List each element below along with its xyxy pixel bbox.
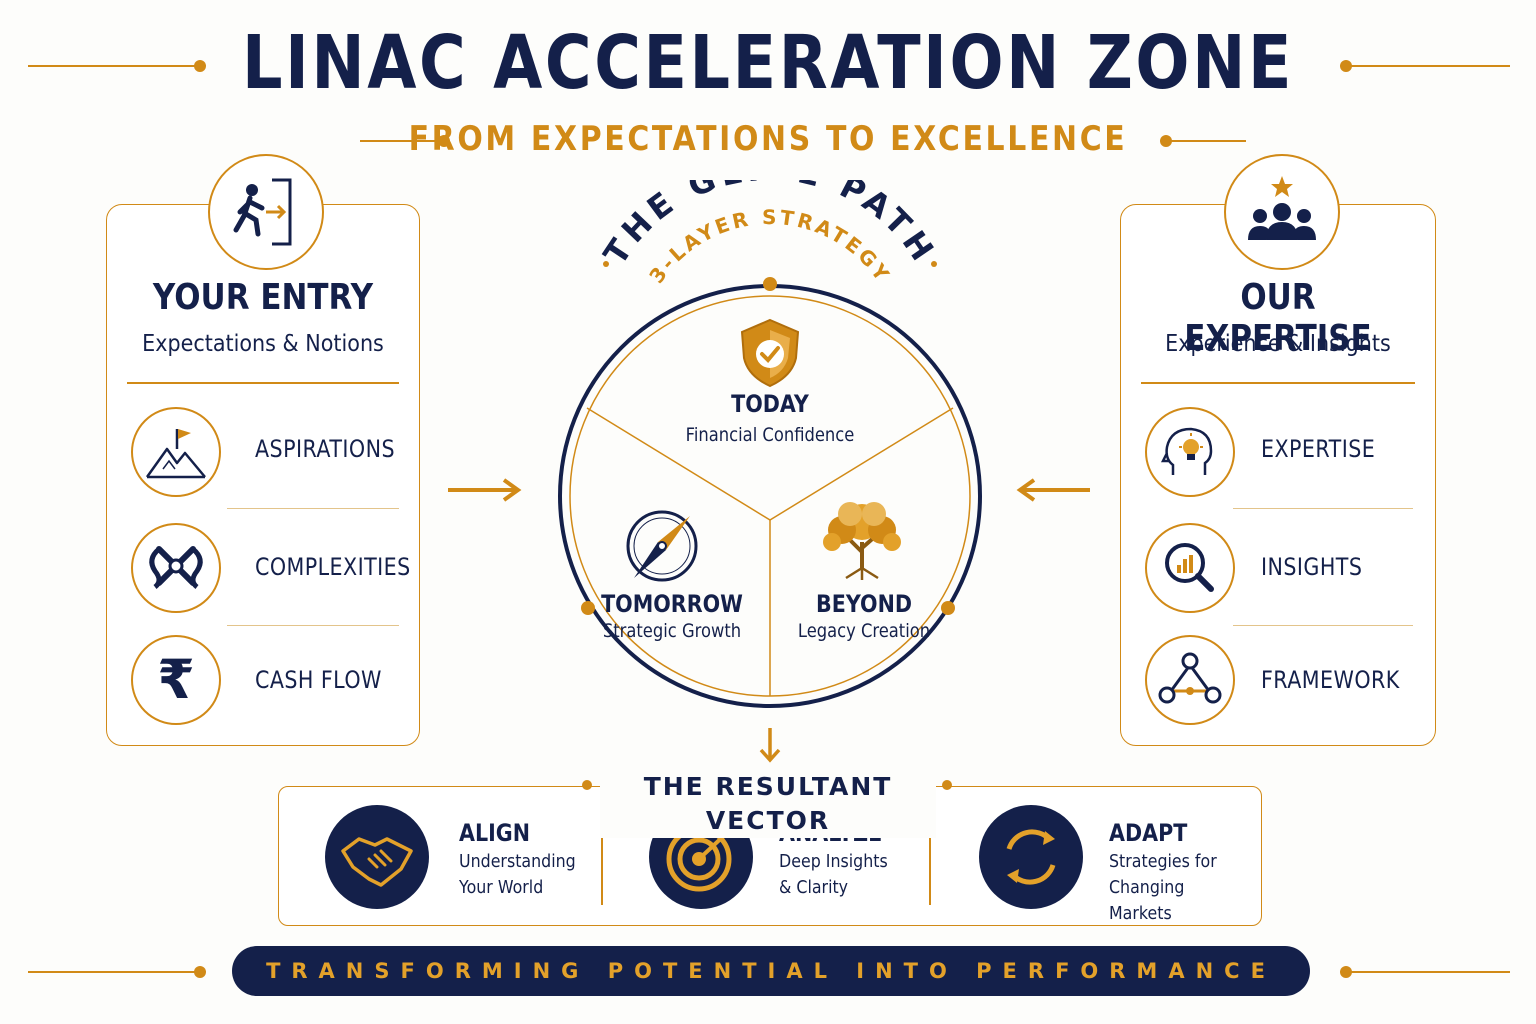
expertise-to-center-arrow <box>1016 478 1090 502</box>
resultant-vector-title: THE RESULTANT VECTOR <box>600 770 936 838</box>
expertise-item-sep-2 <box>1233 625 1413 626</box>
subtitle-rule-right <box>1166 140 1246 142</box>
title-dot-left <box>194 60 206 72</box>
glide-path-diagram: THE GLIDE PATH 3-LAYER STRATEGY <box>558 180 982 708</box>
expertise-panel: OUR EXPERTISE Experience & Insights EXPE… <box>1120 204 1436 746</box>
cashflow-label: CASH FLOW <box>255 666 382 694</box>
page-subtitle: FROM EXPECTATIONS TO EXCELLENCE <box>408 119 1128 159</box>
align-icon-circle <box>325 805 429 909</box>
magnifier-chart-icon <box>1165 543 1214 592</box>
framework-label: FRAMEWORK <box>1261 666 1400 694</box>
result-dot-left <box>582 780 592 790</box>
complexities-label: COMPLEXITIES <box>255 553 411 581</box>
adapt-line-1: Strategies for <box>1109 851 1217 872</box>
footer-banner: TRANSFORMING POTENTIAL INTO PERFORMANCE <box>232 946 1310 996</box>
adapt-icon-circle <box>979 805 1083 909</box>
expertise-divider <box>1141 382 1415 384</box>
team-star-icon <box>1248 176 1316 240</box>
rupee-icon: ₹ <box>157 648 195 711</box>
align-line-2: Your World <box>459 877 544 898</box>
expertise-item-sep-1 <box>1233 508 1413 509</box>
tomorrow-title: TOMORROW <box>601 590 743 618</box>
entry-divider <box>127 382 399 384</box>
compass-icon <box>626 510 698 582</box>
expertise-item-label: EXPERTISE <box>1261 435 1376 463</box>
entry-panel: YOUR ENTRY Expectations & Notions ASPIRA… <box>106 204 420 746</box>
entry-subtitle: Expectations & Notions <box>142 331 384 357</box>
align-line-1: Understanding <box>459 851 576 872</box>
result-sep-2 <box>929 813 931 905</box>
insights-label: INSIGHTS <box>1261 553 1363 581</box>
expertise-badge <box>1224 154 1340 270</box>
expertise-icon-circle <box>1145 407 1235 497</box>
footer-rule-left <box>28 971 198 973</box>
cycle-arrows-icon <box>1006 829 1056 885</box>
aspirations-label: ASPIRATIONS <box>255 435 395 463</box>
page-title: LINAC ACCELERATION ZONE <box>241 20 1294 106</box>
adapt-line-2: Changing Markets <box>1109 877 1185 924</box>
entry-to-center-arrow <box>448 478 522 502</box>
network-nodes-icon <box>1158 652 1222 704</box>
result-dot-right <box>942 780 952 790</box>
title-rule-right <box>1346 65 1510 67</box>
cashflow-icon-circle: ₹ <box>131 635 221 725</box>
framework-icon-circle <box>1145 635 1235 725</box>
analyze-line-2: & Clarity <box>779 877 849 898</box>
adapt-title: ADAPT <box>1109 819 1188 847</box>
beyond-title: BEYOND <box>816 590 912 618</box>
footer-dot-left <box>194 966 206 978</box>
knot-icon <box>149 546 203 589</box>
analyze-line-1: Deep Insights <box>779 851 888 872</box>
today-title: TODAY <box>731 390 809 418</box>
expertise-subtitle: Experience & Insights <box>1165 331 1391 357</box>
tomorrow-subtitle: Strategic Growth <box>602 620 742 642</box>
footer-rule-right <box>1346 971 1510 973</box>
person-entering-door-icon <box>233 178 292 246</box>
title-rule-left <box>28 65 198 67</box>
expertise-title: OUR EXPERTISE <box>1184 277 1372 359</box>
today-subtitle: Financial Confidence <box>685 424 855 446</box>
aspirations-icon-circle <box>131 407 221 497</box>
align-title: ALIGN <box>459 819 531 847</box>
subtitle-dot-left <box>438 135 450 147</box>
entry-item-sep-2 <box>227 625 399 626</box>
glide-path-subtitle: 3-LAYER STRATEGY <box>644 205 895 288</box>
entry-title: YOUR ENTRY <box>152 277 374 318</box>
insights-icon-circle <box>1145 523 1235 613</box>
complexities-icon-circle <box>131 523 221 613</box>
result-sep-1 <box>601 813 603 905</box>
shield-check-icon <box>740 318 800 388</box>
handshake-icon <box>341 837 413 887</box>
beyond-subtitle: Legacy Creation <box>797 620 931 642</box>
subtitle-rule-left <box>360 140 444 142</box>
center-to-result-arrow <box>759 728 781 763</box>
entry-badge <box>208 154 324 270</box>
tree-icon <box>823 502 901 580</box>
mountain-flag-icon <box>145 429 206 479</box>
entry-item-sep-1 <box>227 508 399 509</box>
resultant-vector-box: ALIGN Understanding Your World ANALYZE D… <box>278 786 1262 926</box>
head-lightbulb-icon <box>1160 427 1213 475</box>
footer-tagline: TRANSFORMING POTENTIAL INTO PERFORMANCE <box>266 959 1276 983</box>
